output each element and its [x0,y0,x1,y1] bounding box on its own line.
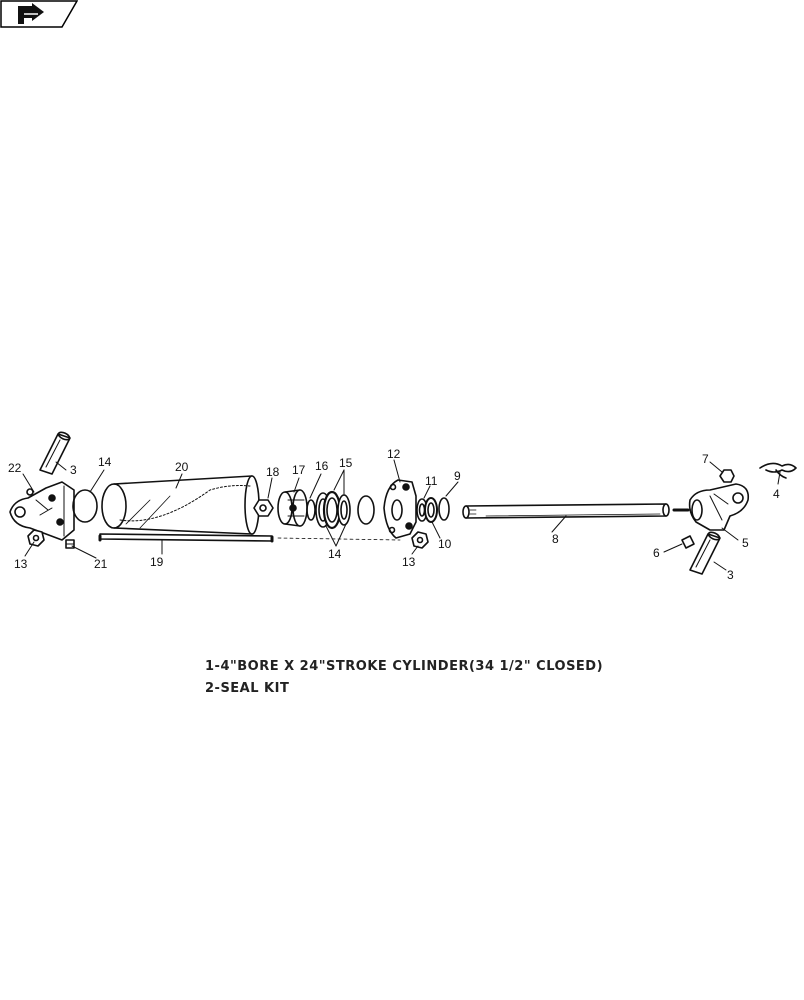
o-ring-16 [306,499,316,521]
callout-11: 11 [425,474,438,488]
callout-22: 22 [8,461,22,475]
piston-seals [315,490,375,530]
parts-notes: 1-4"BORE X 24"STROKE CYLINDER(34 1/2" CL… [205,656,603,700]
piston [277,489,308,527]
leader-lines [22,459,781,571]
rod-end-cap [383,479,417,539]
callout-4: 4 [773,487,780,501]
base-clevis [9,481,75,541]
callout-13-center: 13 [402,555,416,569]
callout-13-left: 13 [14,557,28,571]
callout-5: 5 [742,536,749,550]
callout-8: 8 [552,532,559,546]
callout-9: 9 [454,469,461,483]
pin-left [39,431,71,475]
callout-19: 19 [150,555,164,569]
callout-3-left: 3 [70,463,77,477]
note-seal-kit: 2-SEAL KIT [205,681,290,696]
callout-20: 20 [175,460,189,474]
callout-21: 21 [94,557,108,571]
fitting-21 [65,539,75,549]
pin-right [689,531,721,575]
forward-arrow-icon [18,3,44,24]
callout-14-center: 14 [328,547,342,561]
o-ring-left [72,489,98,523]
callout-15: 15 [339,456,353,470]
cotter-pin [759,462,797,479]
rod-clevis [688,483,750,531]
callout-3-right: 3 [727,568,734,582]
callout-6: 6 [653,546,660,560]
callout-17: 17 [292,463,306,477]
piston-nut [253,499,274,517]
nut-7 [719,469,735,483]
bolt-6 [681,535,695,549]
callout-14-left: 14 [98,455,112,469]
piston-rod [462,503,690,519]
callout-16: 16 [315,459,329,473]
tie-rod [98,533,401,543]
note-cylinder: 1-4"BORE X 24"STROKE CYLINDER(34 1/2" CL… [205,659,604,674]
barrel-tube [101,475,260,535]
callout-12: 12 [387,447,401,461]
callout-10: 10 [438,537,452,551]
nav-tab-button[interactable] [0,0,78,28]
rod-seals [416,497,450,523]
callout-18: 18 [266,465,280,479]
nut-center [411,531,429,549]
nut-left [27,529,45,547]
callout-7: 7 [702,452,709,466]
